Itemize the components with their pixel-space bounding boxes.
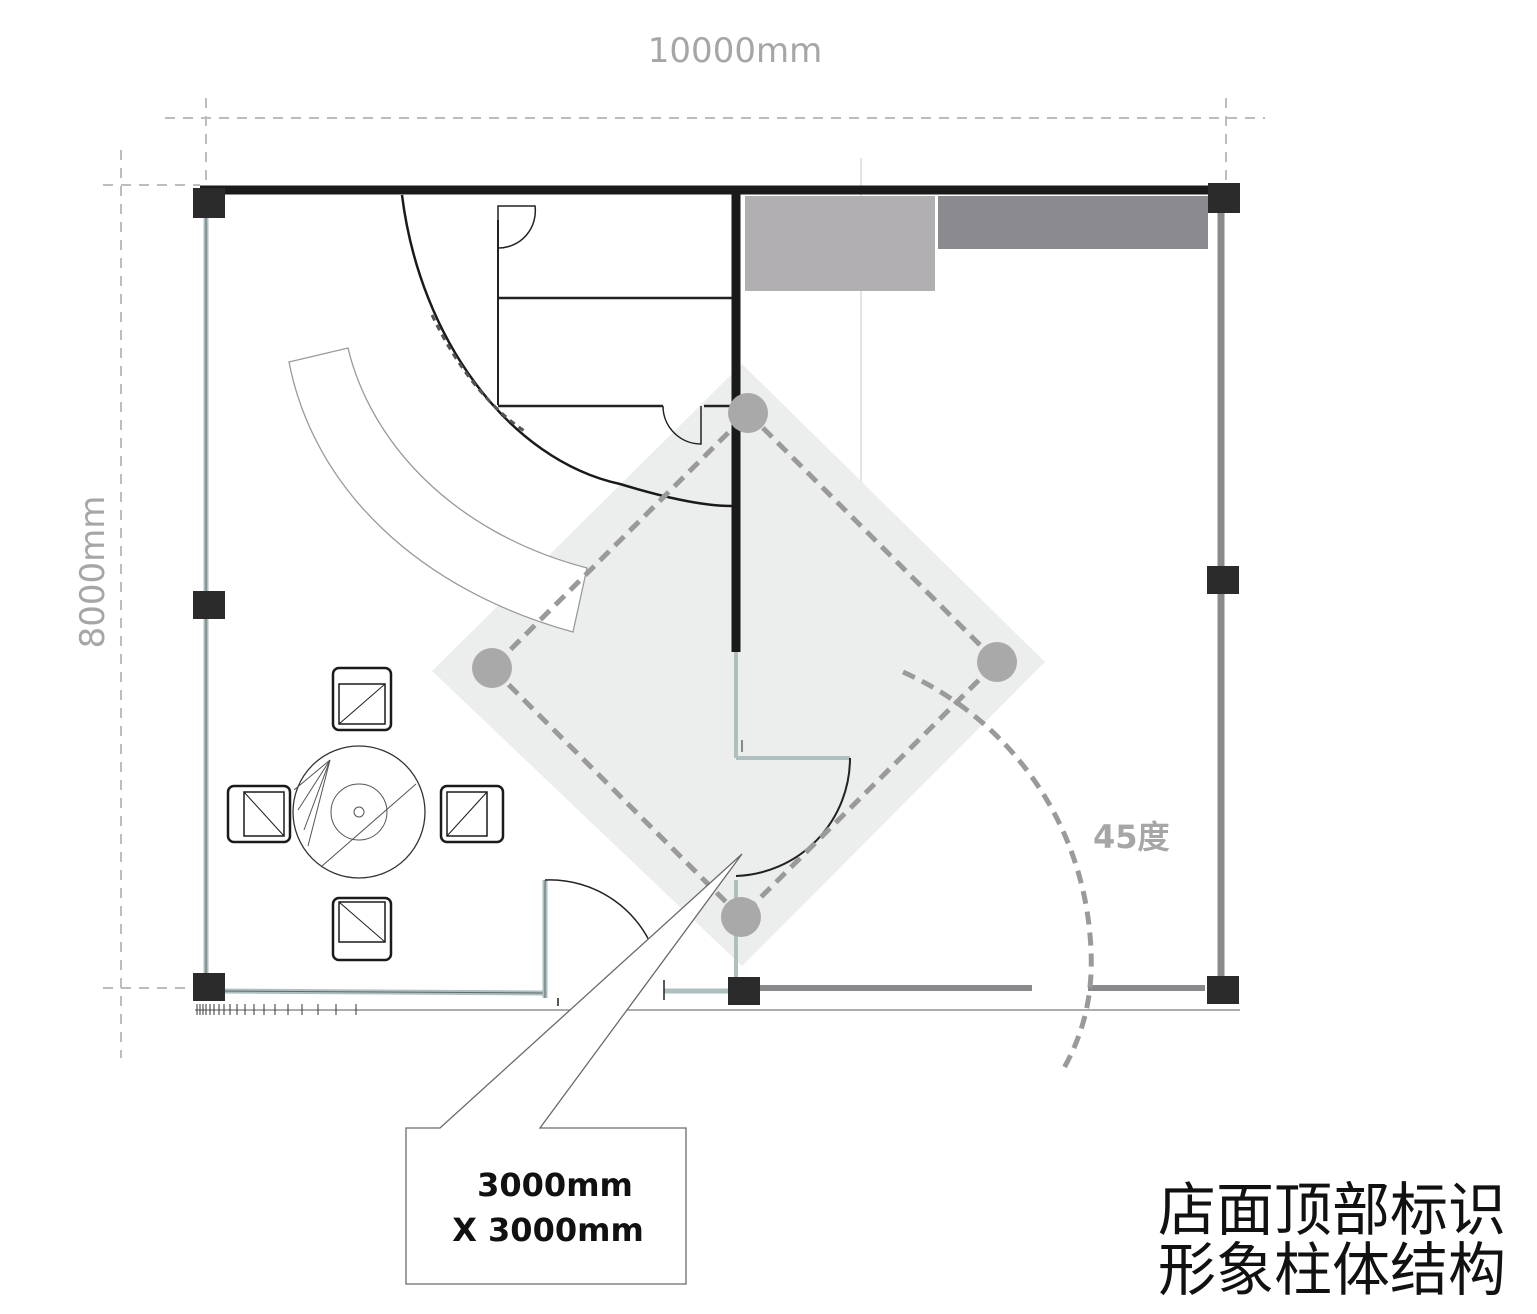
small-door — [662, 405, 702, 445]
sign-pillar-frame — [488, 409, 1001, 921]
armchair-top — [331, 666, 393, 732]
callout-box — [405, 853, 743, 1285]
armchair-bottom — [331, 896, 393, 962]
column-bottom-center — [728, 977, 760, 1005]
armchair-right — [439, 784, 505, 844]
sign-pillar-bottom — [721, 897, 761, 937]
title-line-1: 店面顶部标识 — [1158, 1176, 1506, 1244]
callout-line-2: X 3000mm — [452, 1211, 644, 1249]
exterior-walls — [195, 185, 1240, 1015]
sidewalk-hatch — [196, 1004, 357, 1015]
doors — [497, 205, 851, 1006]
lounge-set — [226, 666, 505, 962]
inner-door — [735, 757, 851, 877]
sign-pillar-right — [977, 642, 1017, 682]
round-table-line — [321, 783, 417, 867]
callout-line-1: 3000mm — [477, 1166, 633, 1204]
display-counter-light — [745, 196, 935, 291]
sign-pillars — [472, 393, 1017, 937]
rotation-arc — [901, 669, 1094, 1070]
round-table-center — [353, 806, 365, 818]
bottom-glass-wall-left-edge — [214, 990, 544, 994]
width-dimension-label: 10000mm — [648, 31, 822, 71]
curved-wall — [400, 194, 733, 508]
height-dimension-label: 8000mm — [73, 496, 113, 649]
column-top-left — [193, 188, 225, 218]
dimension-guides — [103, 98, 1265, 1058]
sign-pillar-top — [728, 393, 768, 433]
column-bottom-left — [193, 973, 225, 1001]
column-top-right — [1208, 183, 1240, 213]
sign-pillar-outline — [488, 409, 1001, 921]
table-fan-lines — [293, 759, 331, 847]
curved-counter — [288, 347, 588, 633]
angle-label: 45度 — [1093, 818, 1170, 856]
display-counter-dark — [938, 196, 1208, 249]
sign-zone-diamond — [432, 364, 1045, 966]
fitting-room-door — [497, 205, 537, 249]
curved-wall-hatch — [430, 314, 527, 434]
armchair-left — [226, 784, 292, 844]
column-mid-right — [1207, 566, 1239, 594]
column-mid-left — [193, 591, 225, 619]
structural-columns — [193, 183, 1240, 1005]
sign-pillar-left — [472, 648, 512, 688]
column-bottom-right — [1207, 976, 1239, 1004]
title-line-2: 形象柱体结构 — [1158, 1236, 1506, 1304]
